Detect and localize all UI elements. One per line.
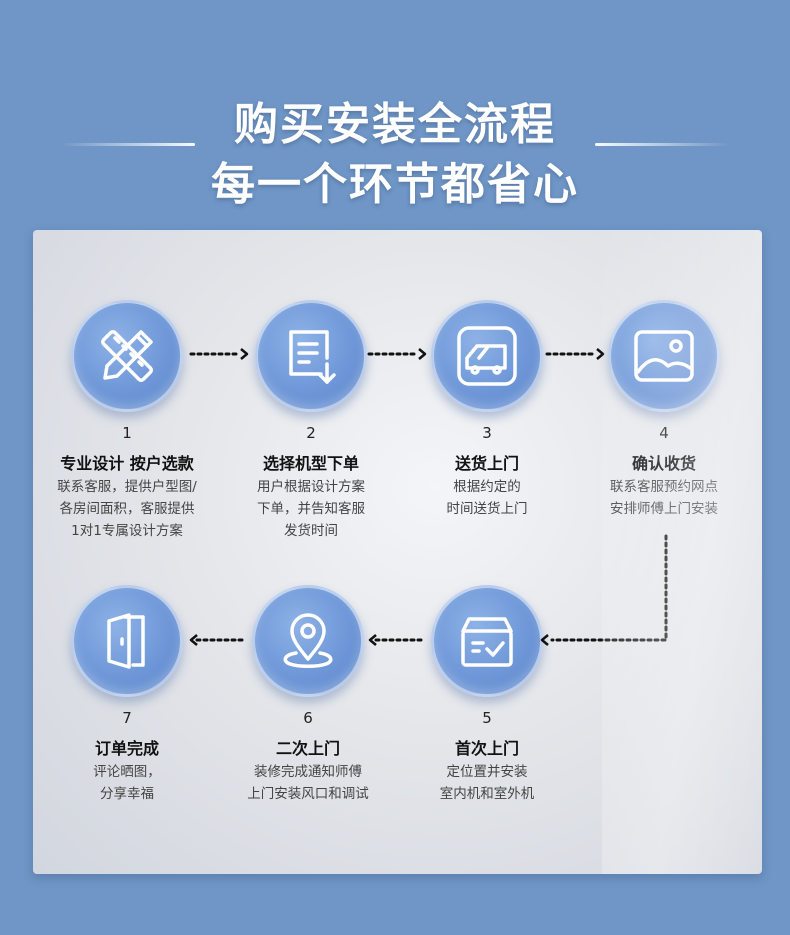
- arrow-5-to-6: [368, 634, 426, 646]
- step-description: 定位置并安装 室内机和室外机: [397, 761, 577, 805]
- desc-line: 用户根据设计方案: [257, 479, 365, 495]
- desc-line: 评论晒图，: [93, 764, 161, 780]
- arrow-1-to-2: [189, 348, 249, 360]
- location-pin-icon: [283, 613, 333, 668]
- door-icon: [107, 613, 145, 669]
- desc-line: 各房间面积，客服提供: [59, 501, 195, 517]
- step-title: 送货上门: [454, 454, 519, 473]
- page-subtitle: 每一个环节都省心: [211, 159, 579, 210]
- desc-line: 安排师傅上门安装: [610, 501, 718, 517]
- desc-line: 时间送货上门: [446, 501, 528, 517]
- step-title: 专业设计 按户选款: [60, 454, 194, 473]
- step-number: 5: [482, 709, 492, 727]
- box-check-icon: [461, 617, 513, 667]
- step-description: 评论晒图， 分享幸福: [37, 761, 217, 805]
- ruler-pencil-icon: [101, 330, 153, 382]
- step-title: 订单完成: [94, 739, 159, 758]
- step-number: 2: [306, 424, 316, 442]
- arrow-4-to-5: [540, 534, 668, 646]
- step-6-circle: [252, 585, 364, 697]
- arrow-3-to-4: [545, 348, 605, 360]
- arrow-6-to-7: [189, 634, 247, 646]
- step-description: 联系客服，提供户型图/ 各房间面积，客服提供 1对1专属设计方案: [37, 476, 217, 542]
- step-number: 4: [659, 424, 669, 442]
- desc-line: 分享幸福: [100, 786, 154, 802]
- delivery-truck-icon: [457, 326, 517, 386]
- arrow-2-to-3: [367, 348, 427, 360]
- desc-line: 联系客服预约网点: [610, 479, 718, 495]
- step-number: 1: [122, 424, 132, 442]
- step-number: 6: [303, 709, 313, 727]
- decorative-line-left: [60, 143, 195, 146]
- step-title: 首次上门: [454, 739, 519, 758]
- image-receipt-icon: [634, 330, 694, 382]
- step-number: 7: [122, 709, 132, 727]
- page-title: 购买安装全流程: [234, 99, 556, 150]
- step-description: 装修完成通知师傅 上门安装风口和调试: [218, 761, 398, 805]
- process-panel: 1 专业设计 按户选款 联系客服，提供户型图/ 各房间面积，客服提供 1对1专属…: [33, 230, 762, 874]
- step-description: 用户根据设计方案 下单，并告知客服 发货时间: [221, 476, 401, 542]
- desc-line: 室内机和室外机: [439, 786, 535, 802]
- desc-line: 装修完成通知师傅: [254, 764, 362, 780]
- step-number: 3: [482, 424, 492, 442]
- step-title: 确认收货: [631, 454, 696, 473]
- desc-line: 联系客服，提供户型图/: [57, 479, 197, 495]
- decorative-line-right: [595, 143, 730, 146]
- step-1-circle: [71, 300, 183, 412]
- step-5-circle: [431, 585, 543, 697]
- desc-line: 上门安装风口和调试: [247, 786, 369, 802]
- step-4-circle: [608, 300, 720, 412]
- desc-line: 1对1专属设计方案: [71, 523, 183, 539]
- desc-line: 发货时间: [284, 523, 338, 539]
- step-description: 根据约定的 时间送货上门: [397, 476, 577, 520]
- desc-line: 定位置并安装: [446, 764, 528, 780]
- desc-line: 下单，并告知客服: [257, 501, 365, 517]
- order-download-icon: [289, 330, 336, 384]
- step-2-circle: [255, 300, 367, 412]
- desc-line: 根据约定的: [453, 479, 521, 495]
- step-title: 二次上门: [275, 739, 340, 758]
- step-description: 联系客服预约网点 安排师傅上门安装: [574, 476, 754, 520]
- step-7-circle: [71, 585, 183, 697]
- step-3-circle: [431, 300, 543, 412]
- step-title: 选择机型下单: [262, 454, 359, 473]
